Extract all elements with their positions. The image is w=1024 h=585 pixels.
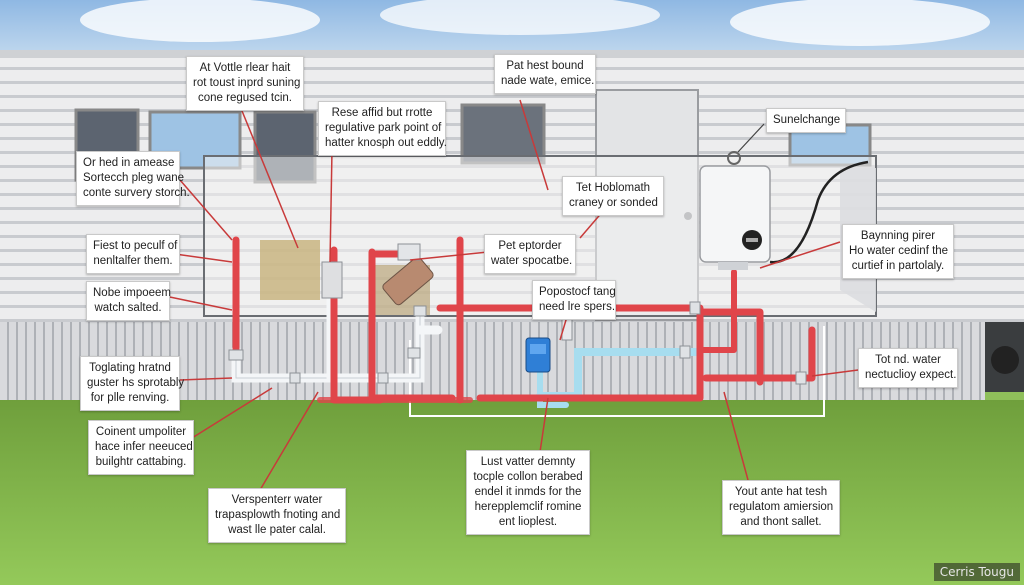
- callout-text: Nobe impoeem: [93, 287, 171, 299]
- callout-text: Popostocf tang: [539, 286, 616, 298]
- callout-text: Tet Hoblomath: [575, 182, 651, 194]
- callout-text: conte survery storch.: [83, 187, 190, 199]
- callout-text: tocple collon berabed: [473, 471, 583, 483]
- callout-text: curtief in partolaly.: [851, 260, 945, 272]
- callout-15: Lust vatter demnty tocple collon berabed…: [466, 450, 590, 535]
- callout-2: Pat hest bound nade wate, emice.: [494, 54, 596, 94]
- callout-text: Yout ante hat tesh: [734, 486, 828, 498]
- water-heater: [699, 151, 869, 270]
- callout-17: Yout ante hat tesh regulatom amiersion a…: [722, 480, 840, 535]
- callout-text: endel it inmds for the: [474, 486, 582, 498]
- callout-text: nectuclioy expect.: [865, 369, 957, 381]
- callout-7: Fiest to peculf of nenltalfer them.: [86, 234, 180, 274]
- callout-text: Toglating hratnd: [89, 362, 171, 374]
- callout-6: Tet Hoblomath craney or sonded: [562, 176, 664, 216]
- callout-text: Or hed in amease: [83, 157, 175, 169]
- pressure-regulator: [321, 243, 434, 306]
- callout-text: craney or sonded: [569, 197, 658, 209]
- callout-text: Sortecch pleg wane: [83, 172, 185, 184]
- callout-text: Fiest to peculf of: [93, 240, 178, 252]
- callout-text: and thont sallet.: [740, 516, 822, 528]
- callout-text: At Vottle rlear hait: [199, 62, 291, 74]
- callout-4: Sunelchange: [766, 108, 846, 133]
- callout-text: Rese affid but rrotte: [331, 107, 433, 119]
- callout-1: At Vottle rlear hait rot toust inprd sun…: [186, 56, 304, 111]
- callout-text: Ho water cedinf the: [849, 245, 949, 257]
- callout-text: regulatom amiersion: [729, 501, 834, 513]
- callout-10: Nobe impoeem watch salted.: [86, 281, 171, 321]
- callout-text: hatter knosph out eddly.: [325, 137, 447, 149]
- callout-text: guster hs sprotably: [87, 377, 185, 389]
- pipe-fittings: [228, 301, 807, 385]
- shutoff-valve: [525, 317, 573, 373]
- callout-text: Sunelchange: [773, 114, 841, 126]
- callout-3: Rese affid but rrotte regulative park po…: [318, 101, 447, 156]
- callout-16: Verspenterr water trapasplowth fnoting a…: [208, 488, 346, 543]
- callout-5: Or hed in amease Sortecch pleg wane cont…: [76, 151, 190, 206]
- callout-text: watch salted.: [94, 302, 162, 314]
- callout-14: Coinent umpoliter hace infer neeuced bui…: [88, 420, 194, 475]
- callout-13: Tot nd. water nectuclioy expect.: [858, 348, 958, 388]
- callout-text: ent lioplest.: [498, 516, 558, 528]
- callout-text: nenltalfer them.: [93, 255, 173, 267]
- callout-text: trapasplowth fnoting and: [215, 509, 341, 521]
- callout-text: builghtr cattabing.: [95, 456, 187, 468]
- callout-text: nade wate, emice.: [501, 75, 595, 87]
- callout-text: herepplemclif romine: [474, 501, 582, 513]
- callout-9: Baynning pirer Ho water cedinf the curti…: [842, 224, 954, 279]
- callout-text: need lre spers.: [539, 301, 616, 313]
- callout-text: wast lle pater calal.: [228, 524, 326, 536]
- callout-text: Tot nd. water: [875, 354, 941, 366]
- callout-text: Coinent umpoliter: [95, 426, 187, 438]
- callout-text: Pet eptorder: [498, 240, 562, 252]
- callout-text: Baynning pirer: [860, 230, 936, 242]
- callout-text: Pat hest bound: [506, 60, 584, 72]
- callout-text: water spocatbe.: [491, 255, 573, 267]
- callout-text: for plle renving.: [90, 392, 170, 404]
- callout-11: Popostocf tang need lre spers.: [532, 280, 616, 320]
- watermark: Cerris Tougu: [933, 563, 1020, 581]
- callout-text: rot toust inprd suning: [193, 77, 301, 89]
- callout-12: Toglating hratnd guster hs sprotably for…: [80, 356, 185, 411]
- callout-text: Lust vatter demnty: [480, 456, 576, 468]
- callout-text: Verspenterr water: [231, 494, 323, 506]
- callout-text: regulative park point of: [325, 122, 442, 134]
- callout-text: hace infer neeuced: [95, 441, 193, 453]
- callout-8: Pet eptorder water spocatbe.: [484, 234, 576, 274]
- callout-text: cone regused tcin.: [198, 92, 292, 104]
